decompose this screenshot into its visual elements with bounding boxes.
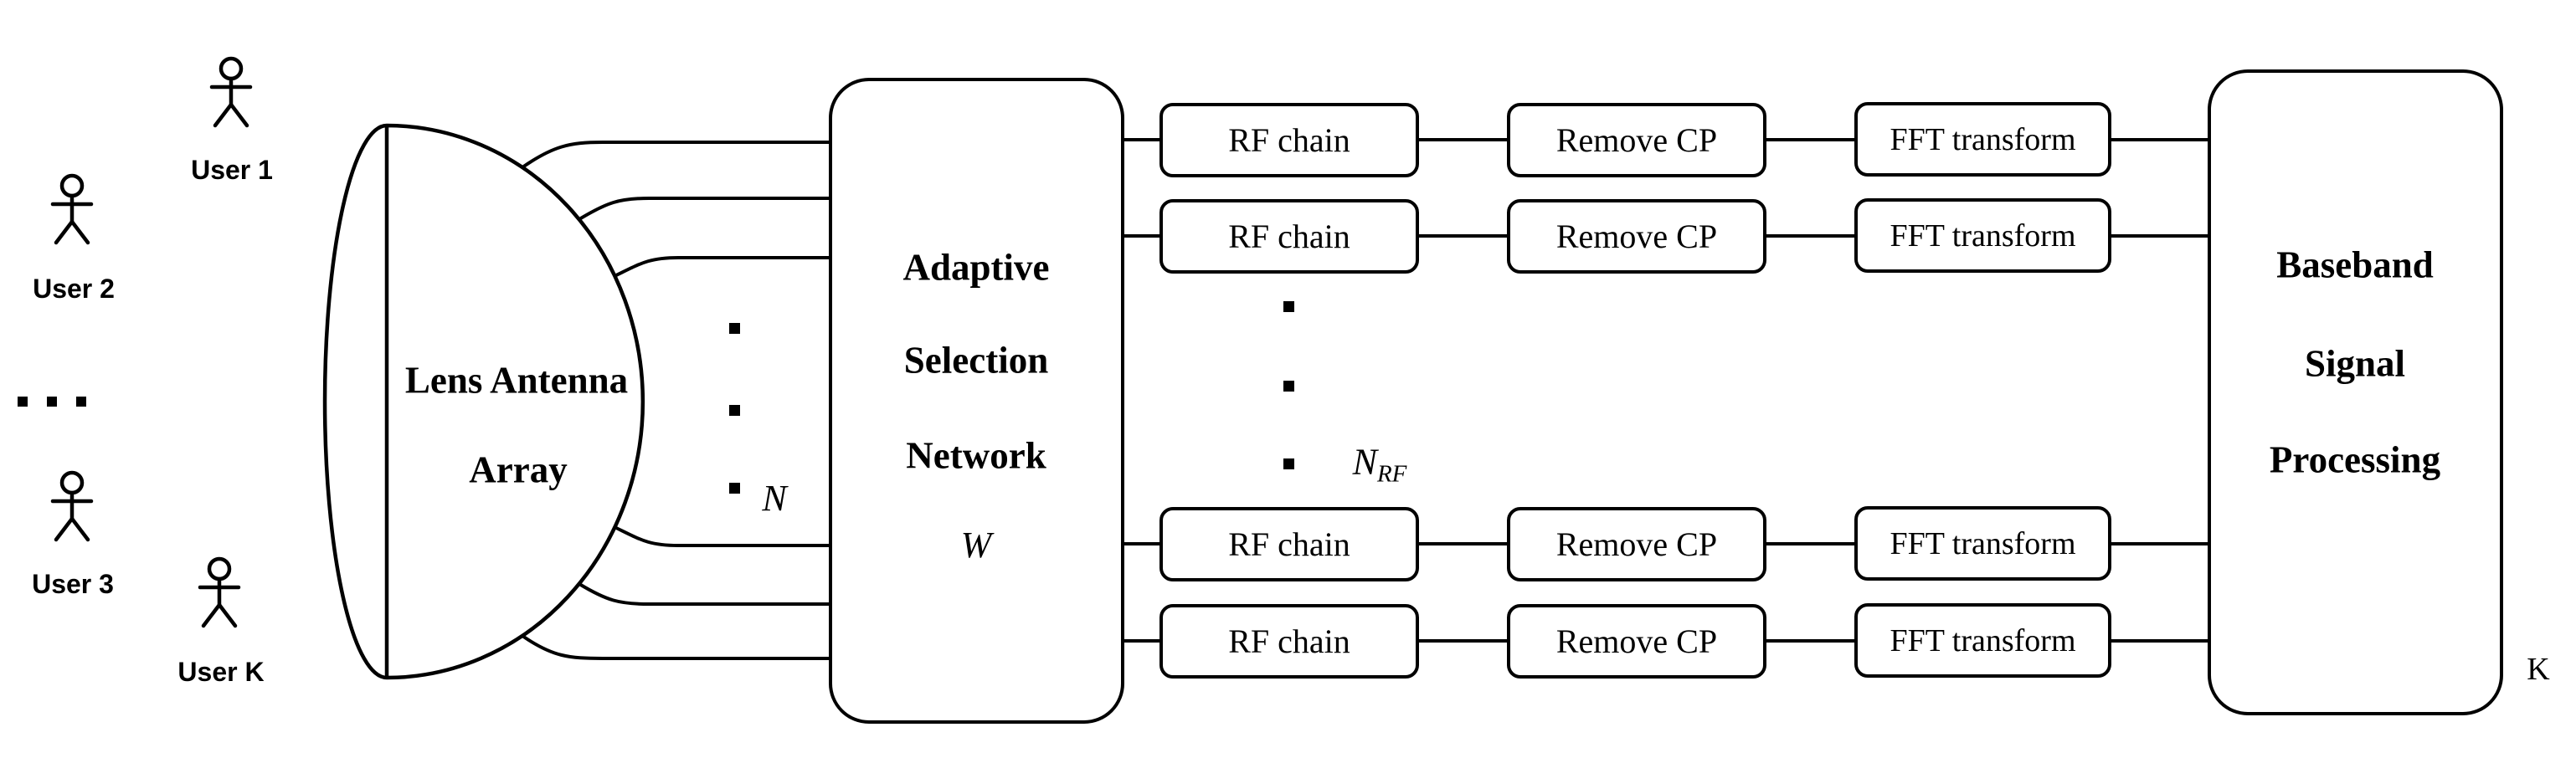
rf-chain-box-3: RF chain — [1159, 507, 1419, 581]
rf-chain-box-4: RF chain — [1159, 604, 1419, 679]
selection-matrix-label: W — [960, 525, 992, 566]
antenna-wire-2 — [578, 197, 830, 221]
lens-antenna-shape — [322, 123, 645, 680]
remove-cp-box-3: Remove CP — [1507, 507, 1766, 581]
user-k-label: User K — [177, 657, 265, 687]
fft-label: FFT transform — [1890, 218, 2076, 254]
user-k-icon — [200, 559, 239, 626]
asn-title-line3: Network — [906, 434, 1046, 477]
rf-chain-label: RF chain — [1228, 622, 1350, 660]
rf-chain-count-label: NRF — [1352, 441, 1407, 488]
antenna-wire-5 — [578, 582, 830, 606]
lens-title-line2: Array — [469, 448, 568, 491]
remove-cp-label: Remove CP — [1555, 218, 1718, 255]
user-2-icon — [53, 176, 91, 243]
antenna-wire-6 — [521, 634, 830, 660]
remove-cp-label: Remove CP — [1555, 622, 1718, 660]
asn-title-line2: Selection — [903, 339, 1049, 382]
cp-to-fft-wires — [1765, 138, 1856, 643]
rf-chain-box-1: RF chain — [1159, 103, 1419, 177]
fft-label: FFT transform — [1890, 121, 2076, 157]
fft-label: FFT transform — [1890, 622, 2076, 658]
antenna-wire-3 — [614, 256, 830, 278]
remove-cp-label: Remove CP — [1555, 525, 1718, 563]
user-1-label: User 1 — [191, 155, 273, 185]
rf-chain-box-2: RF chain — [1159, 199, 1419, 274]
rf-to-cp-wires — [1417, 138, 1509, 643]
lens-title-line1: Lens Antenna — [404, 359, 629, 402]
fft-box-1: FFT transform — [1854, 102, 2111, 177]
rf-chain-label: RF chain — [1228, 525, 1350, 563]
fft-box-4: FFT transform — [1854, 603, 2111, 678]
antenna-ports-ellipsis-icon — [729, 323, 740, 494]
bsp-title-line1: Baseband — [2276, 243, 2434, 286]
rf-count-subscript: RF — [1376, 460, 1407, 488]
rf-chain-label: RF chain — [1228, 121, 1350, 159]
user-3-icon — [53, 473, 91, 540]
fft-box-2: FFT transform — [1854, 198, 2111, 273]
fft-to-bsp-wires — [2110, 138, 2209, 643]
lens-outline — [322, 123, 645, 680]
asn-title-line1: Adaptive — [902, 246, 1050, 289]
remove-cp-label: Remove CP — [1555, 121, 1718, 159]
baseband-signal-processing-box — [2208, 69, 2503, 715]
adaptive-selection-network-box — [829, 78, 1124, 724]
remove-cp-box-1: Remove CP — [1507, 103, 1766, 177]
remove-cp-box-2: Remove CP — [1507, 199, 1766, 274]
bsp-title-line2: Signal — [2304, 342, 2406, 385]
fft-box-3: FFT transform — [1854, 506, 2111, 581]
antenna-wire-1 — [521, 141, 830, 169]
rf-chains-ellipsis-icon — [1283, 301, 1294, 469]
lens-to-selection-wires — [521, 141, 830, 660]
user-1-icon — [212, 59, 250, 125]
antenna-count-label: N — [762, 478, 787, 519]
rf-count-base: N — [1352, 441, 1377, 483]
selection-to-rf-wires — [1123, 138, 1161, 643]
remove-cp-box-4: Remove CP — [1507, 604, 1766, 679]
user-2-label: User 2 — [33, 274, 115, 304]
antenna-wire-4 — [614, 525, 830, 547]
fft-label: FFT transform — [1890, 525, 2076, 561]
rf-chain-label: RF chain — [1228, 218, 1350, 255]
users-ellipsis-icon — [18, 397, 86, 407]
bsp-title-line3: Processing — [2269, 438, 2441, 481]
user-3-label: User 3 — [32, 569, 114, 599]
user-count-label: K — [2527, 652, 2550, 687]
